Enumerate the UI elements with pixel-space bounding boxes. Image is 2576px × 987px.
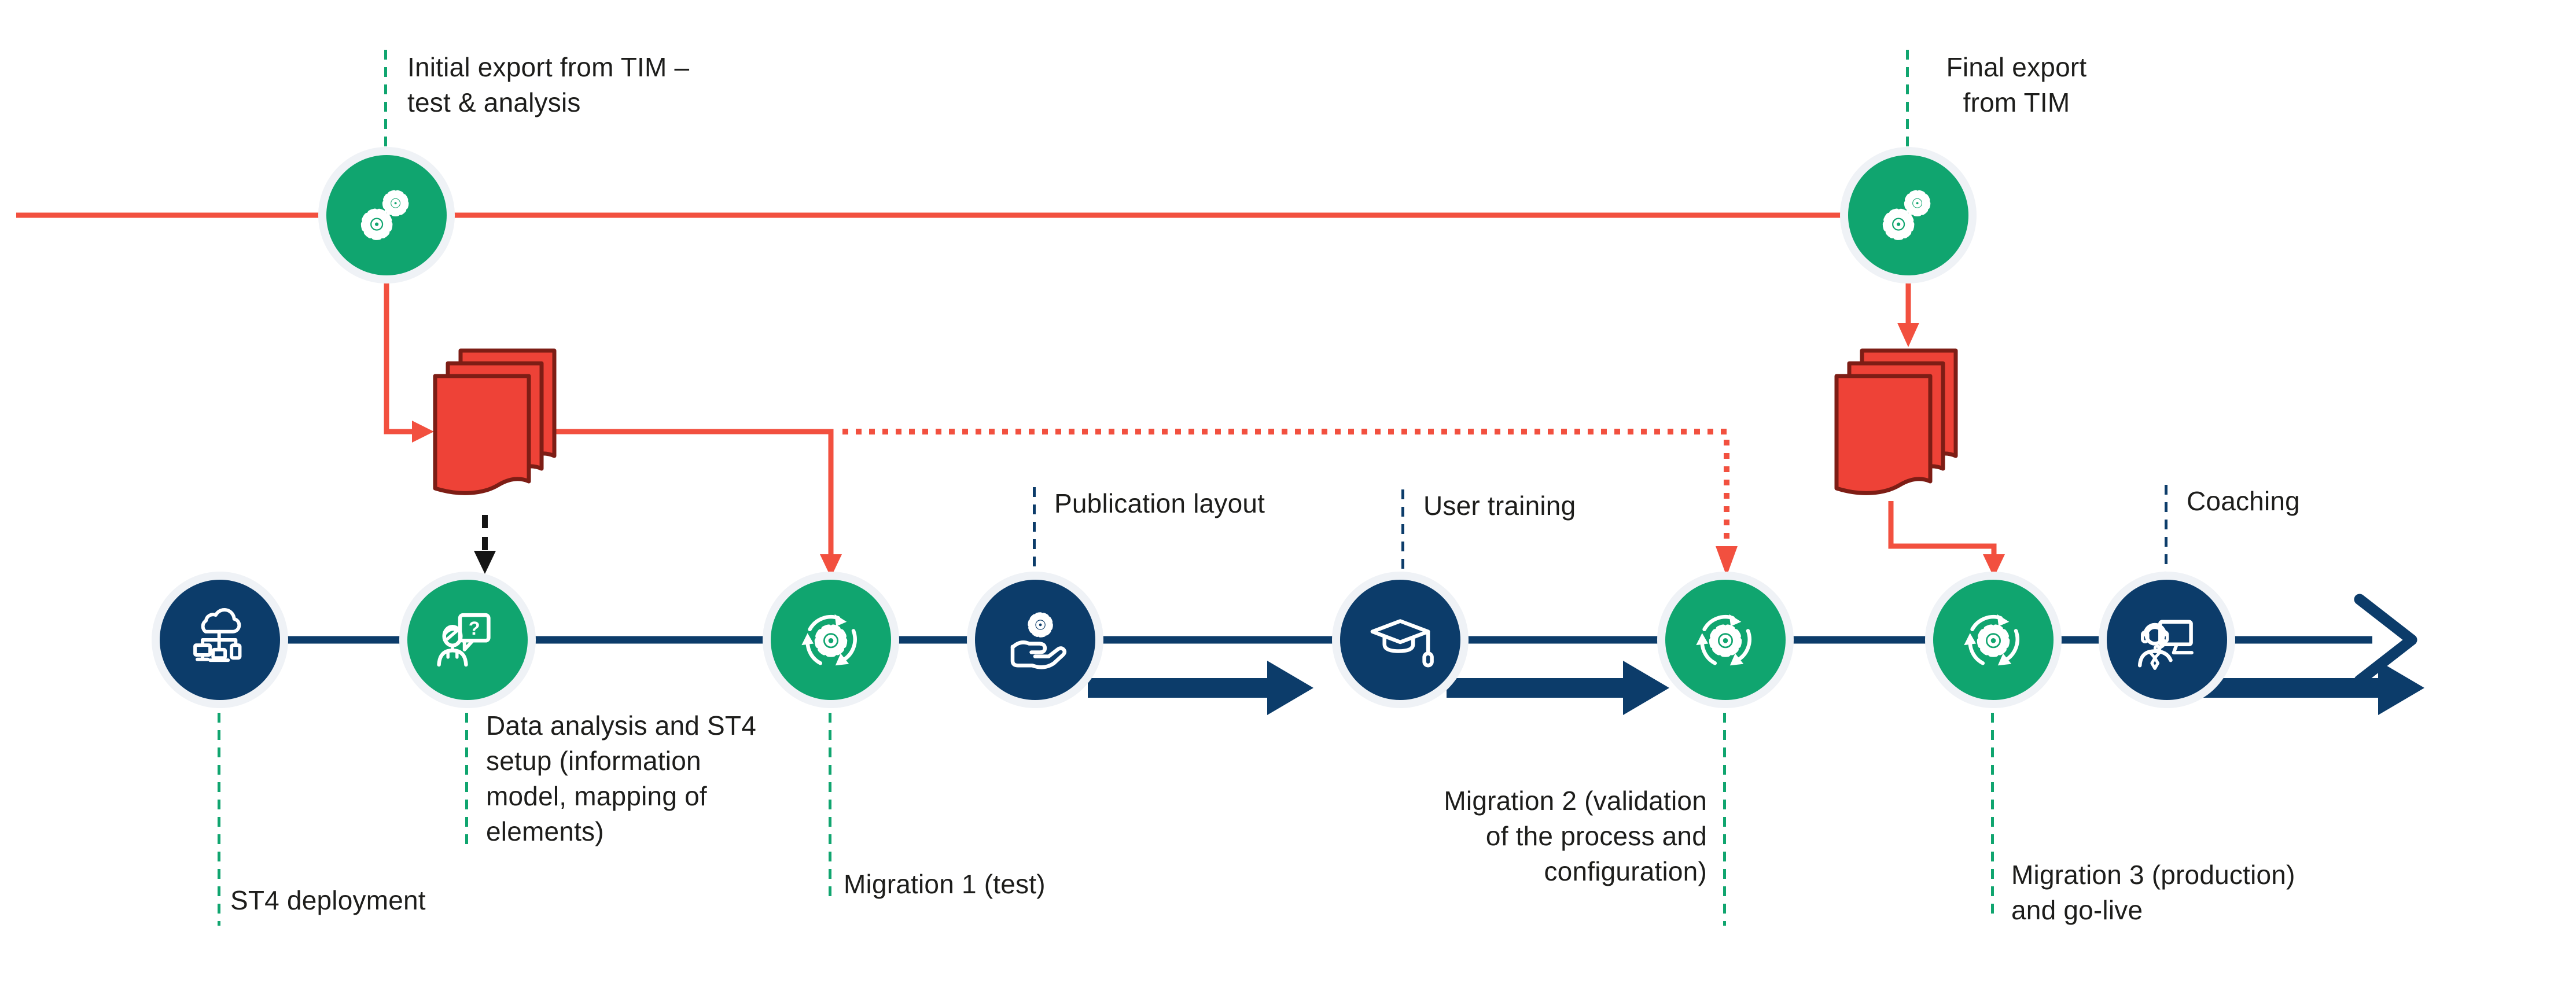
export-to-docs-line — [384, 274, 412, 434]
docs-to-migration1-line — [553, 429, 834, 555]
coaching-icon — [2129, 602, 2205, 677]
docs-analysis-arrowhead-icon — [474, 551, 496, 574]
guide-line-migration1 — [829, 713, 831, 903]
guide-line-publication-layout — [1033, 487, 1036, 579]
guide-line-coaching — [2165, 485, 2167, 580]
export-to-docs-arrowhead-icon — [412, 421, 434, 443]
label-initial-export: Initial export from TIM – test & analysi… — [407, 52, 690, 117]
cloud-network-icon — [182, 602, 257, 677]
node-migration1 — [771, 580, 891, 700]
label-final-export: Final export from TIM — [1946, 52, 2087, 117]
label-migration2: Migration 2 (validation of the process a… — [1444, 786, 1707, 886]
timeline-arrowhead-icon — [2354, 594, 2417, 686]
guide-line-st4-deployment — [218, 713, 220, 926]
document-stack-icon — [1834, 348, 1959, 506]
node-migration2 — [1665, 580, 1786, 700]
phase-arrow-2-icon — [1447, 661, 1669, 715]
hand-gear-icon — [998, 602, 1073, 677]
label-publication-layout: Publication layout — [1054, 488, 1265, 518]
label-migration1: Migration 1 (test) — [844, 869, 1046, 899]
label-data-analysis: Data analysis and ST4 setup (information… — [486, 710, 757, 846]
migration-cycle-icon — [1956, 602, 2031, 677]
node-data-analysis: ? — [407, 580, 528, 700]
gears-icon — [1871, 178, 1946, 253]
phase-arrow-3-icon — [2176, 661, 2424, 715]
node-coaching — [2107, 580, 2227, 700]
person-question-icon: ? — [430, 602, 505, 677]
node-final-export — [1848, 155, 1968, 275]
docs-to-migration3-line — [1888, 501, 1997, 555]
node-initial-export — [326, 155, 447, 275]
node-user-training — [1340, 580, 1460, 700]
node-st4-deployment — [160, 580, 280, 700]
label-st4-deployment: ST4 deployment — [230, 885, 426, 915]
graduation-cap-icon — [1363, 602, 1438, 677]
label-coaching: Coaching — [2187, 486, 2300, 516]
final-export-to-docs-arrowhead-icon — [1897, 323, 1919, 347]
guide-line-user-training — [1401, 489, 1404, 580]
migration-cycle-icon — [793, 602, 869, 677]
guide-line-final-export — [1906, 50, 1909, 149]
migration-cycle-icon — [1688, 602, 1763, 677]
phase-arrow-1-icon — [1088, 661, 1313, 715]
guide-line-initial-export — [384, 50, 387, 149]
guide-line-migration3 — [1991, 713, 1994, 914]
node-publication-layout — [975, 580, 1095, 700]
document-stack-icon — [433, 348, 558, 506]
docs-to-migration3-arrowhead-icon — [1983, 554, 2005, 577]
docs-to-migration2-arrowhead-icon — [1716, 546, 1738, 576]
gears-icon — [349, 178, 424, 253]
docs-to-migration1-arrowhead-icon — [820, 554, 842, 577]
guide-line-data-analysis — [465, 713, 468, 845]
guide-line-migration2 — [1723, 713, 1726, 926]
label-migration3: Migration 3 (production) and go-live — [2011, 860, 2295, 925]
label-user-training: User training — [1423, 491, 1576, 521]
node-migration3 — [1933, 580, 2054, 700]
question-mark-glyph: ? — [469, 618, 480, 639]
